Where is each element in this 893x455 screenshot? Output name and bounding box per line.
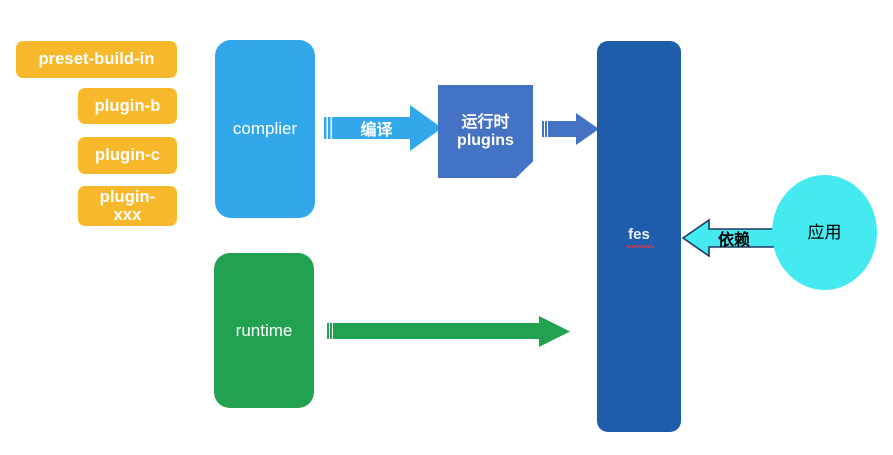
plugin-chip-label-line2: xxx xyxy=(113,206,142,224)
node-app-label: 应用 xyxy=(807,222,842,242)
arrow-depend-label: 依赖 xyxy=(717,232,750,249)
arrow-depend[interactable]: 依赖 xyxy=(681,218,775,258)
plugin-chip-plugin-c[interactable]: plugin-c xyxy=(78,137,177,174)
plugin-chip-label: plugin- xyxy=(99,187,156,206)
arrow-compile[interactable]: 编译 xyxy=(324,103,442,153)
page-fold-corner-icon xyxy=(516,161,533,178)
arrow-plugins-to-fes[interactable] xyxy=(542,112,599,146)
node-runtime-plugins-label-line2: plugins xyxy=(457,131,514,149)
node-runtime-plugins-label-line1: 运行时 xyxy=(461,113,510,131)
node-fes-label: fes xyxy=(626,226,654,248)
arrow-compile-label: 编译 xyxy=(360,122,393,139)
node-runtime-plugins[interactable]: 运行时 plugins xyxy=(438,85,533,178)
plugin-chip-label: plugin-c xyxy=(95,146,160,165)
node-complier[interactable]: complier xyxy=(215,40,315,218)
node-runtime[interactable]: runtime xyxy=(214,253,314,408)
node-runtime-label: runtime xyxy=(235,320,293,340)
arrow-runtime-to-fes[interactable] xyxy=(327,316,570,348)
plugin-chip-plugin-xxx[interactable]: plugin- xxx xyxy=(78,186,177,226)
plugin-chip-preset-build-in[interactable]: preset-build-in xyxy=(16,41,177,78)
plugin-chip-label: preset-build-in xyxy=(38,50,155,69)
plugin-chip-plugin-b[interactable]: plugin-b xyxy=(78,88,177,124)
node-app[interactable]: 应用 xyxy=(772,175,877,290)
plugin-chip-label: plugin-b xyxy=(94,96,161,115)
node-complier-label: complier xyxy=(232,119,298,139)
node-fes[interactable]: fes xyxy=(597,41,681,432)
